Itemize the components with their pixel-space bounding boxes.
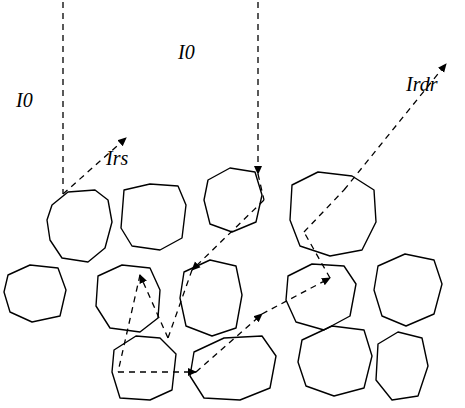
incident-label: I0 (178, 42, 195, 62)
reflected-label: Irs (106, 148, 128, 168)
particles (4, 168, 442, 400)
incident-label: I0 (16, 90, 33, 110)
reflected-label: Irdr (406, 74, 437, 94)
light-rays (63, 2, 446, 372)
